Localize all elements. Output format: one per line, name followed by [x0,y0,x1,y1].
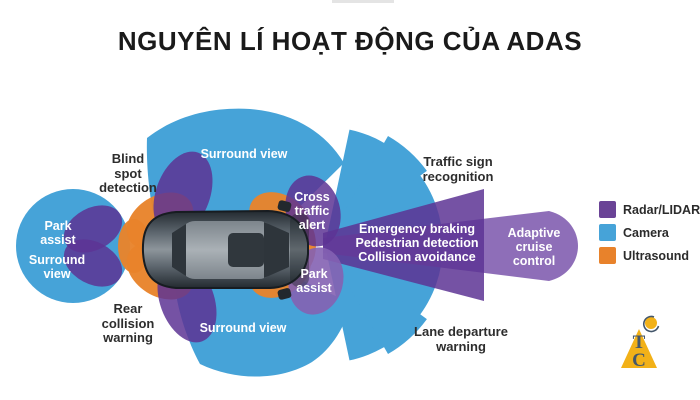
label-park-assist-front: Park assist [296,267,332,295]
car-windshield [264,222,289,278]
logo-swoosh-icon [643,315,660,333]
legend-label-ultrasound: Ultrasound [623,248,689,263]
label-lane-departure: Lane departure warning [414,324,508,354]
legend: Radar/LIDAR Camera Ultrasound [599,201,700,264]
ultrasound-swatch-icon [599,247,616,264]
label-surround-rear: Surround view [28,253,86,281]
car-sunroof [228,233,264,267]
legend-label-camera: Camera [623,225,669,240]
logo-letter-t: T [633,332,646,353]
zone-lane-departure-camera [325,245,427,354]
label-surround-top: Surround view [200,147,288,161]
zone-rear-radar-bottom [63,239,123,287]
zone-emergency-braking-radar [323,189,484,301]
page-title: NGUYÊN LÍ HOẠT ĐỘNG CỦA ADAS [117,26,583,56]
legend-row-ultrasound: Ultrasound [599,247,700,264]
legend-label-radar: Radar/LIDAR [623,202,700,217]
label-blind-spot: Blind spot detection [99,151,157,196]
legend-row-camera: Camera [599,224,700,241]
zone-traffic-sign-camera [325,136,427,245]
logo-triangle-icon [621,329,657,368]
camera-swatch-icon [599,224,616,241]
label-rear-collision: Rear collision warning [101,301,155,346]
label-traffic-sign: Traffic sign recognition [422,154,494,184]
car-rear-window [172,224,186,276]
logo-letter-c: C [632,350,646,371]
logo-ball-icon [645,317,657,329]
label-emergency: Emergency braking Pedestrian detection C… [355,222,479,264]
car-top-view [141,200,309,300]
label-park-assist-rear: Park assist [40,219,76,247]
car-nose-shade [290,213,309,287]
car-mirror-bottom [277,288,292,300]
radar-lidar-swatch-icon [599,201,616,218]
cropped-text-artifact [332,0,394,3]
label-adaptive-cruise: Adaptive cruise control [507,226,561,268]
car-mirror-top [277,200,292,212]
tc-logo: T C [621,315,660,371]
legend-row-radar: Radar/LIDAR [599,201,700,218]
label-surround-bottom: Surround view [199,321,287,335]
